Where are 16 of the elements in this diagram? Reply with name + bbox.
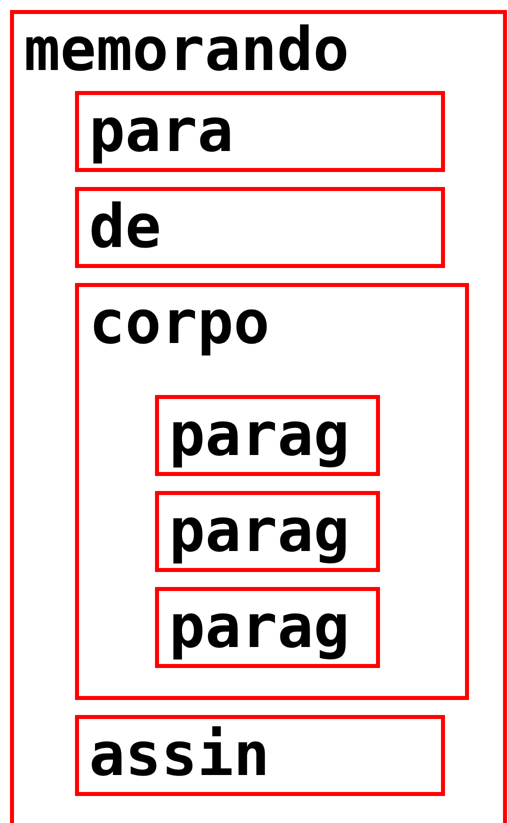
element-name: corpo bbox=[89, 287, 270, 360]
element-name: de bbox=[89, 191, 162, 264]
element-box bbox=[155, 395, 380, 476]
element-name: parag bbox=[169, 399, 350, 472]
element-name: parag bbox=[169, 495, 350, 568]
element-box bbox=[155, 587, 380, 668]
element-box bbox=[75, 715, 445, 796]
element-box bbox=[75, 91, 445, 172]
element-name: para bbox=[89, 95, 234, 168]
element-name: parag bbox=[169, 591, 350, 664]
element-name: memorando bbox=[24, 14, 350, 87]
element-box bbox=[155, 491, 380, 572]
element-name: assin bbox=[89, 719, 270, 792]
element-box bbox=[75, 187, 445, 268]
element-box bbox=[75, 283, 469, 700]
element-box bbox=[10, 10, 507, 823]
